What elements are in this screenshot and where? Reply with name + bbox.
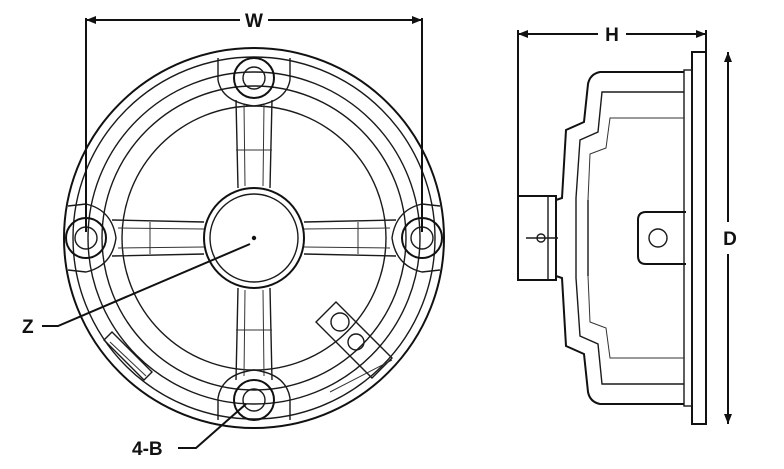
center-leader: Z [22, 243, 251, 338]
bolt-holes-label: 4-B [132, 439, 163, 460]
side-tab [637, 211, 686, 265]
outer-rim [63, 47, 445, 429]
boss-bottom [217, 369, 291, 421]
center-label: Z [22, 317, 34, 338]
hub-protrusion [517, 195, 558, 281]
bracket [315, 301, 393, 393]
front-view: W Z 4-B [22, 11, 445, 460]
plate-flange [683, 69, 693, 407]
width-dimension: W [85, 11, 423, 232]
spokes [111, 99, 397, 381]
slot [103, 331, 153, 381]
central-hub [203, 187, 305, 289]
boss-top [217, 57, 291, 107]
width-label: W [245, 11, 263, 32]
height-dimension: H [517, 25, 707, 196]
height-label: H [605, 25, 619, 46]
depth-dimension: D [723, 52, 737, 424]
depth-label: D [723, 229, 737, 250]
body-outline [555, 71, 684, 405]
bolt-hole-leader: 4-B [132, 403, 247, 460]
side-view: H D [517, 25, 737, 425]
middle-ring-inner [101, 85, 407, 391]
mounting-plate [691, 51, 707, 425]
center-point [251, 235, 257, 241]
middle-ring [87, 71, 421, 405]
